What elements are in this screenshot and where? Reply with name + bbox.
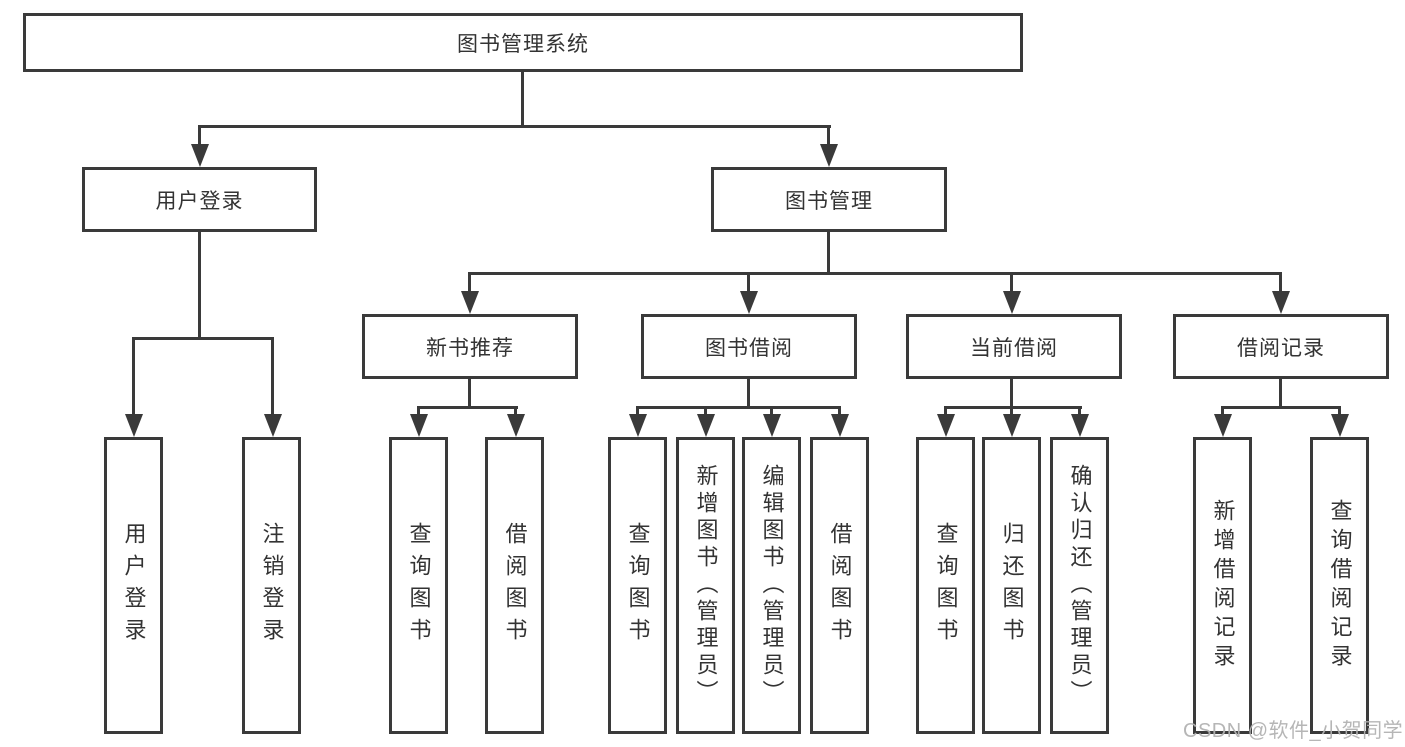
- arrowhead-down-icon: [1272, 291, 1290, 314]
- connector-line: [704, 406, 707, 417]
- arrowhead-down-icon: [937, 414, 955, 437]
- connector-line: [198, 125, 201, 147]
- arrowhead-down-icon: [697, 414, 715, 437]
- connector-line: [1010, 406, 1013, 417]
- leaf-add-books-admin: 新增图书（管理员）: [676, 437, 735, 734]
- leaf-query-borrow-record: 查询借阅记录: [1310, 437, 1369, 734]
- connector-line: [747, 272, 750, 293]
- leaf-borrow-books-recommend: 借阅图书: [485, 437, 544, 734]
- connector-line: [468, 272, 1282, 275]
- leaf-add-borrow-record: 新增借阅记录: [1193, 437, 1252, 734]
- connector-line: [636, 406, 841, 409]
- arrowhead-down-icon: [264, 414, 282, 437]
- node-borrow-records: 借阅记录: [1173, 314, 1389, 379]
- leaf-query-books-recommend: 查询图书: [389, 437, 448, 734]
- connector-line: [827, 232, 830, 275]
- arrowhead-down-icon: [820, 144, 838, 167]
- arrowhead-down-icon: [507, 414, 525, 437]
- connector-line: [132, 337, 274, 340]
- arrowhead-down-icon: [1003, 414, 1021, 437]
- connector-line: [417, 406, 420, 417]
- arrowhead-down-icon: [1214, 414, 1232, 437]
- connector-line: [770, 406, 773, 417]
- connector-line: [1338, 406, 1341, 417]
- connector-line: [468, 379, 471, 409]
- connector-line: [417, 406, 518, 409]
- leaf-query-books-current: 查询图书: [916, 437, 975, 734]
- connector-line: [636, 406, 639, 417]
- leaf-user-login: 用户登录: [104, 437, 163, 734]
- connector-line: [944, 406, 947, 417]
- connector-line: [1221, 406, 1224, 417]
- arrowhead-down-icon: [1071, 414, 1089, 437]
- node-new-book-recommend: 新书推荐: [362, 314, 578, 379]
- arrowhead-down-icon: [125, 414, 143, 437]
- connector-line: [944, 406, 1082, 409]
- connector-line: [1010, 272, 1013, 293]
- connector-line: [468, 272, 471, 293]
- node-book-management: 图书管理: [711, 167, 947, 232]
- leaf-query-books-borrow: 查询图书: [608, 437, 667, 734]
- leaf-borrow-books: 借阅图书: [810, 437, 869, 734]
- connector-line: [521, 72, 524, 128]
- connector-line: [132, 337, 135, 417]
- leaf-confirm-return-admin: 确认归还（管理员）: [1050, 437, 1109, 734]
- connector-line: [1010, 379, 1013, 409]
- connector-line: [838, 406, 841, 417]
- connector-line: [1279, 272, 1282, 293]
- connector-line: [514, 406, 517, 417]
- connector-line: [1279, 379, 1282, 409]
- connector-line: [1078, 406, 1081, 417]
- connector-line: [271, 337, 274, 417]
- node-book-borrow: 图书借阅: [641, 314, 857, 379]
- arrowhead-down-icon: [191, 144, 209, 167]
- arrowhead-down-icon: [410, 414, 428, 437]
- arrowhead-down-icon: [1003, 291, 1021, 314]
- node-user-login: 用户登录: [82, 167, 317, 232]
- arrowhead-down-icon: [629, 414, 647, 437]
- leaf-edit-books-admin: 编辑图书（管理员）: [742, 437, 801, 734]
- node-root: 图书管理系统: [23, 13, 1023, 72]
- connector-line: [1221, 406, 1341, 409]
- connector-line: [199, 125, 831, 128]
- arrowhead-down-icon: [1331, 414, 1349, 437]
- arrowhead-down-icon: [831, 414, 849, 437]
- connector-line: [827, 125, 830, 147]
- arrowhead-down-icon: [740, 291, 758, 314]
- arrowhead-down-icon: [763, 414, 781, 437]
- connector-line: [198, 232, 201, 340]
- arrowhead-down-icon: [461, 291, 479, 314]
- leaf-logout: 注销登录: [242, 437, 301, 734]
- connector-line: [747, 379, 750, 409]
- csdn-watermark: CSDN @软件_小贺同学: [1183, 720, 1404, 742]
- node-current-borrow: 当前借阅: [906, 314, 1122, 379]
- leaf-return-books: 归还图书: [982, 437, 1041, 734]
